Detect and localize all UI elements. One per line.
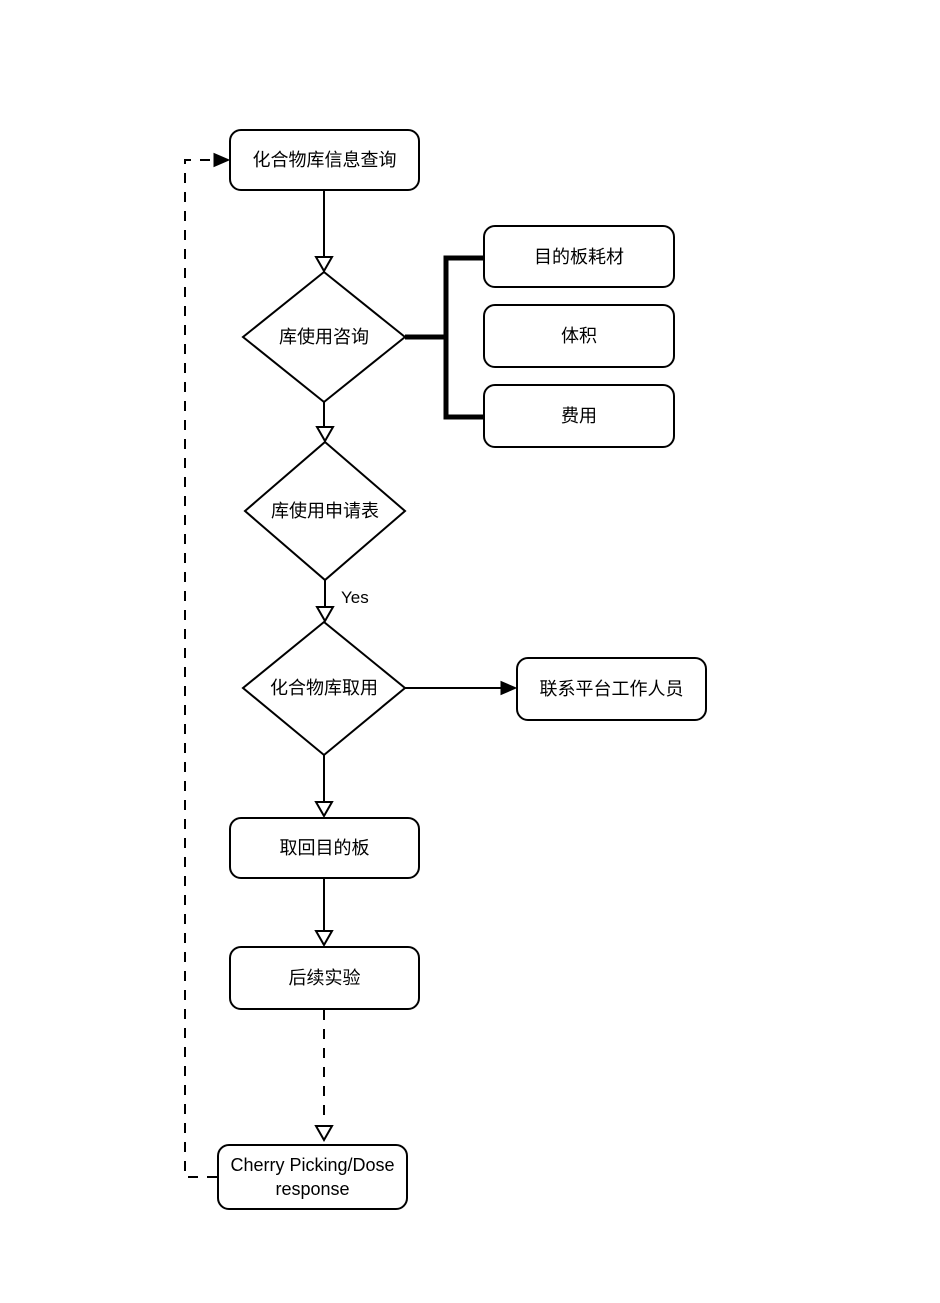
arrowhead-open-decision1 [314, 256, 334, 274]
node-contact-platform-staff: 联系平台工作人员 [516, 657, 707, 721]
node-label: 体积 [561, 326, 597, 346]
arrowhead-open-followup [314, 930, 334, 948]
node-follow-up-experiment: 后续实验 [229, 946, 420, 1010]
edge-feedback-dashed [184, 159, 217, 1178]
edge-label-yes: Yes [341, 588, 369, 608]
arrowhead-open-retrieve [314, 801, 334, 819]
arrowhead-open-decision2 [315, 426, 335, 444]
node-decision-library-use-consult [241, 270, 407, 404]
arrowhead-open-cherry [314, 1125, 334, 1143]
arrowhead-filled-into-start [213, 152, 231, 168]
node-label: 化合物库信息查询 [252, 150, 397, 170]
arrowhead-filled-contact [500, 680, 518, 696]
node-label: Cherry Picking/Dose response [230, 1155, 395, 1199]
node-volume: 体积 [483, 304, 675, 368]
node-retrieve-target-plate: 取回目的板 [229, 817, 420, 879]
node-label: 联系平台工作人员 [539, 679, 684, 699]
node-decision-library-use-application [243, 440, 407, 582]
node-label: 取回目的板 [279, 838, 370, 858]
node-decision-compound-library-pickup [241, 620, 407, 757]
node-label: 目的板耗材 [534, 246, 624, 267]
node-target-plate-consumables: 目的板耗材 [483, 225, 675, 288]
node-cost: 费用 [483, 384, 675, 448]
node-label: 费用 [561, 406, 597, 426]
node-cherry-picking-dose-response: Cherry Picking/Dose response [217, 1144, 408, 1210]
node-label: 后续实验 [288, 968, 361, 988]
arrowhead-open-decision3 [315, 606, 335, 624]
node-compound-library-info-query: 化合物库信息查询 [229, 129, 420, 191]
edge-bracket-info-boxes [405, 255, 483, 420]
